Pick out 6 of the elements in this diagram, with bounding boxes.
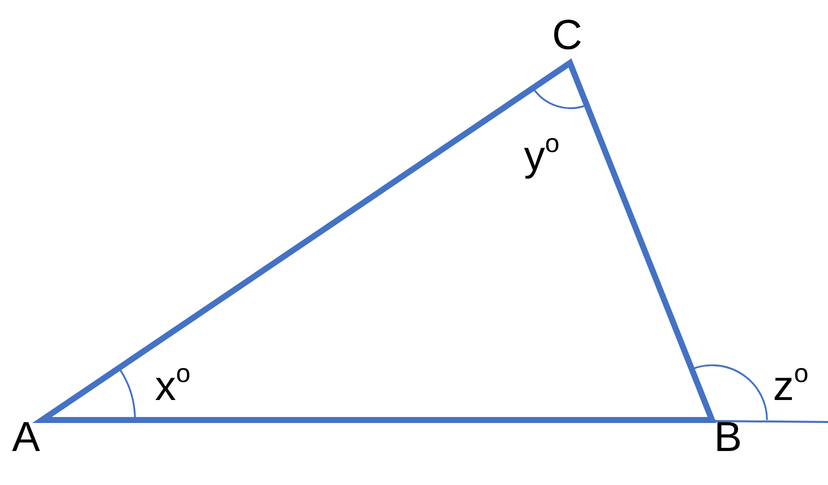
- vertex-label: A: [12, 416, 40, 458]
- angle-label: x$^{o}$: [155, 365, 190, 407]
- vertex-label: C: [552, 14, 582, 56]
- angle-label: z$^{o}$: [773, 365, 808, 407]
- angle-label: y$^{o}$: [524, 135, 560, 177]
- vertex-label: B: [714, 416, 742, 458]
